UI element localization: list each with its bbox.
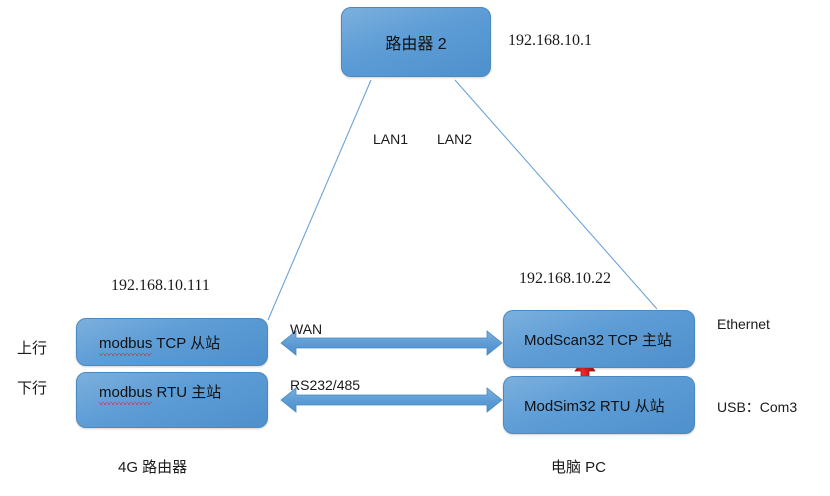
serial-link-label: RS232/485 (290, 377, 361, 393)
ethernet-interface-label: Ethernet (717, 316, 770, 332)
node-modsim32-label: ModSim32 RTU 从站 (524, 397, 665, 415)
node-modsim32[interactable]: ModSim32 RTU 从站 (503, 376, 695, 434)
spellcheck-word-modbus-tcp: modbus (99, 334, 153, 352)
right-group-caption: 电脑 PC (551, 459, 607, 476)
node-modbus-rtu-master-suffix: RTU 主站 (152, 384, 222, 401)
lan1-connector-line (267, 79, 372, 321)
node-router-label: 路由器 2 (385, 36, 447, 53)
node-modscan32[interactable]: ModScan32 TCP 主站 (503, 310, 695, 368)
downlink-label: 下行 (17, 380, 48, 397)
node-modbus-tcp-slave-suffix: TCP 从站 (152, 334, 221, 352)
spellcheck-word-modbus-rtu: modbus (99, 384, 153, 401)
right-group-ip-label: 192.168.10.22 (519, 270, 611, 287)
lan2-label: LAN2 (437, 131, 473, 147)
left-group-caption: 4G 路由器 (118, 459, 188, 476)
node-modscan32-label: ModScan32 TCP 主站 (524, 331, 672, 349)
node-modbus-rtu-master[interactable]: modbus RTU 主站 (76, 372, 268, 428)
node-modbus-tcp-slave-label: modbus TCP 从站 (77, 332, 267, 353)
node-modbus-rtu-master-label: modbus RTU 主站 (77, 381, 267, 402)
lan1-label: LAN1 (373, 131, 409, 147)
wan-link-label: WAN (290, 321, 323, 337)
usb-interface-label: USB：Com3 (717, 399, 798, 415)
left-group-ip-label: 192.168.10.111 (111, 277, 210, 294)
uplink-label: 上行 (17, 340, 48, 357)
node-modbus-tcp-slave[interactable]: modbus TCP 从站 (76, 318, 268, 366)
router-ip-label: 192.168.10.1 (508, 32, 592, 49)
node-router[interactable]: 路由器 2 (341, 7, 491, 77)
